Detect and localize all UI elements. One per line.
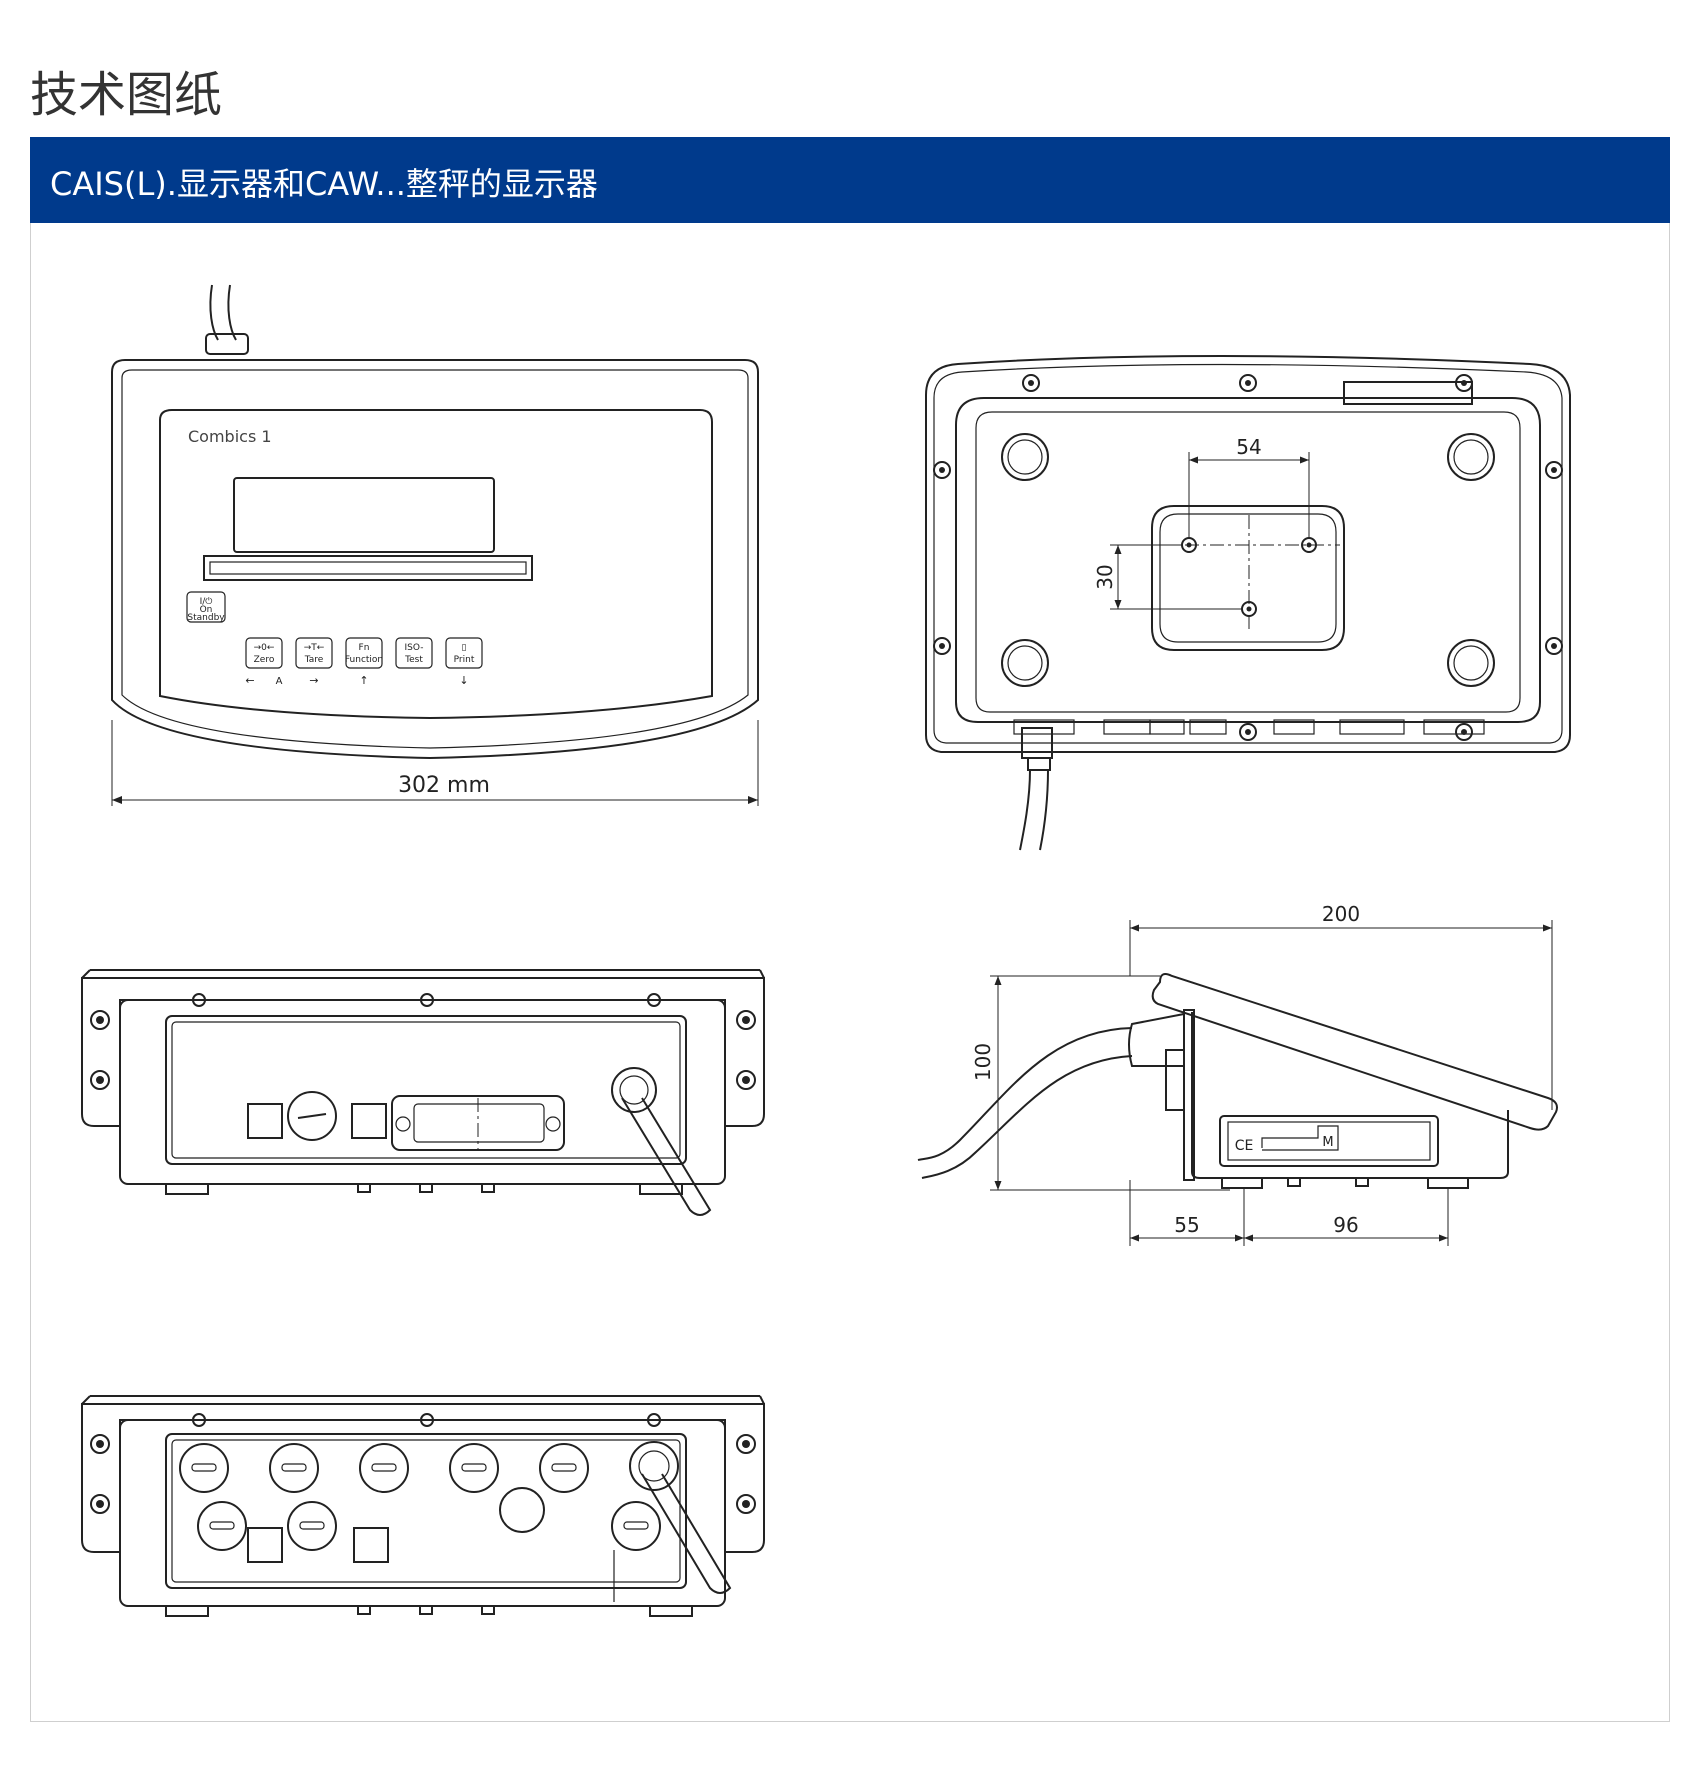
rear-feet <box>1001 433 1495 687</box>
hole-spacing-v-label: 30 <box>1093 564 1117 589</box>
marker-a: A <box>276 676 283 687</box>
height-label: 100 <box>971 1043 995 1081</box>
banner-title: CAIS(L).显示器和CAW...整秤的显示器 <box>50 165 598 203</box>
rear-screws <box>933 374 1563 741</box>
cable-glands <box>179 1443 661 1551</box>
key-function-arrow: ↑ <box>359 674 368 687</box>
foot-spacing-label: 96 <box>1333 1213 1358 1237</box>
key-function-label: Function <box>345 655 383 665</box>
hole-spacing-h-label: 54 <box>1236 435 1261 459</box>
page-title: 技术图纸 <box>30 67 223 123</box>
key-test: ISO- Test <box>395 637 433 669</box>
width-dimension: 302 mm <box>111 720 759 806</box>
key-print-arrow: ↓ <box>459 674 468 687</box>
key-tare-label: Tare <box>304 655 324 665</box>
banner: CAIS(L).显示器和CAW...整秤的显示器 <box>30 137 1670 223</box>
key-test-label: Test <box>404 655 423 665</box>
dimension-200: 200 <box>1129 902 1553 1110</box>
dimension-54: 54 <box>1188 435 1310 538</box>
key-zero: →0← Zero ← <box>245 637 283 687</box>
key-zero-label: Zero <box>254 655 275 665</box>
key-tare: →T← Tare → <box>295 637 333 687</box>
bottom-view <box>81 1395 765 1617</box>
standby-key: I/⏻ On Standby <box>186 591 226 623</box>
key-print: ▯ Print ↓ <box>445 637 483 687</box>
brand-label: Combics 1 <box>188 427 272 446</box>
print-icon: ▯ <box>462 643 467 653</box>
key-zero-symbol: →0← <box>254 643 275 653</box>
key-function-symbol: Fn <box>359 643 370 653</box>
key-tare-symbol: →T← <box>304 643 325 653</box>
side-screws-left <box>90 1010 756 1090</box>
rear-view: 54 30 <box>925 355 1571 851</box>
label-mark: M <box>1322 1135 1333 1150</box>
dimension-30: 30 <box>1093 544 1242 610</box>
power-icon: I/⏻ <box>200 596 213 607</box>
foot-offset-label: 55 <box>1174 1213 1199 1237</box>
width-dimension-label: 302 mm <box>398 773 490 798</box>
front-view: Combics 1 I/⏻ On Standby →0← Zero ← A →T… <box>111 284 759 806</box>
key-function: Fn Function ↑ <box>345 637 383 687</box>
standby-key-line1: On <box>200 605 213 615</box>
dimension-55-96: 55 96 <box>1129 1180 1449 1246</box>
depth-label: 200 <box>1322 902 1360 926</box>
key-test-symbol: ISO- <box>405 643 424 653</box>
side-view-connector <box>81 969 765 1216</box>
side-view-profile: 200 100 M CE 55 96 <box>917 902 1558 1246</box>
key-print-label: Print <box>454 655 475 665</box>
ce-mark-icon: CE <box>1235 1138 1254 1154</box>
dimension-100: 100 <box>971 975 1230 1191</box>
rear-connectors <box>1013 719 1485 771</box>
key-zero-arrow: ← <box>245 674 254 687</box>
standby-key-line2: Standby <box>187 613 225 623</box>
key-tare-arrow: → <box>309 674 318 687</box>
